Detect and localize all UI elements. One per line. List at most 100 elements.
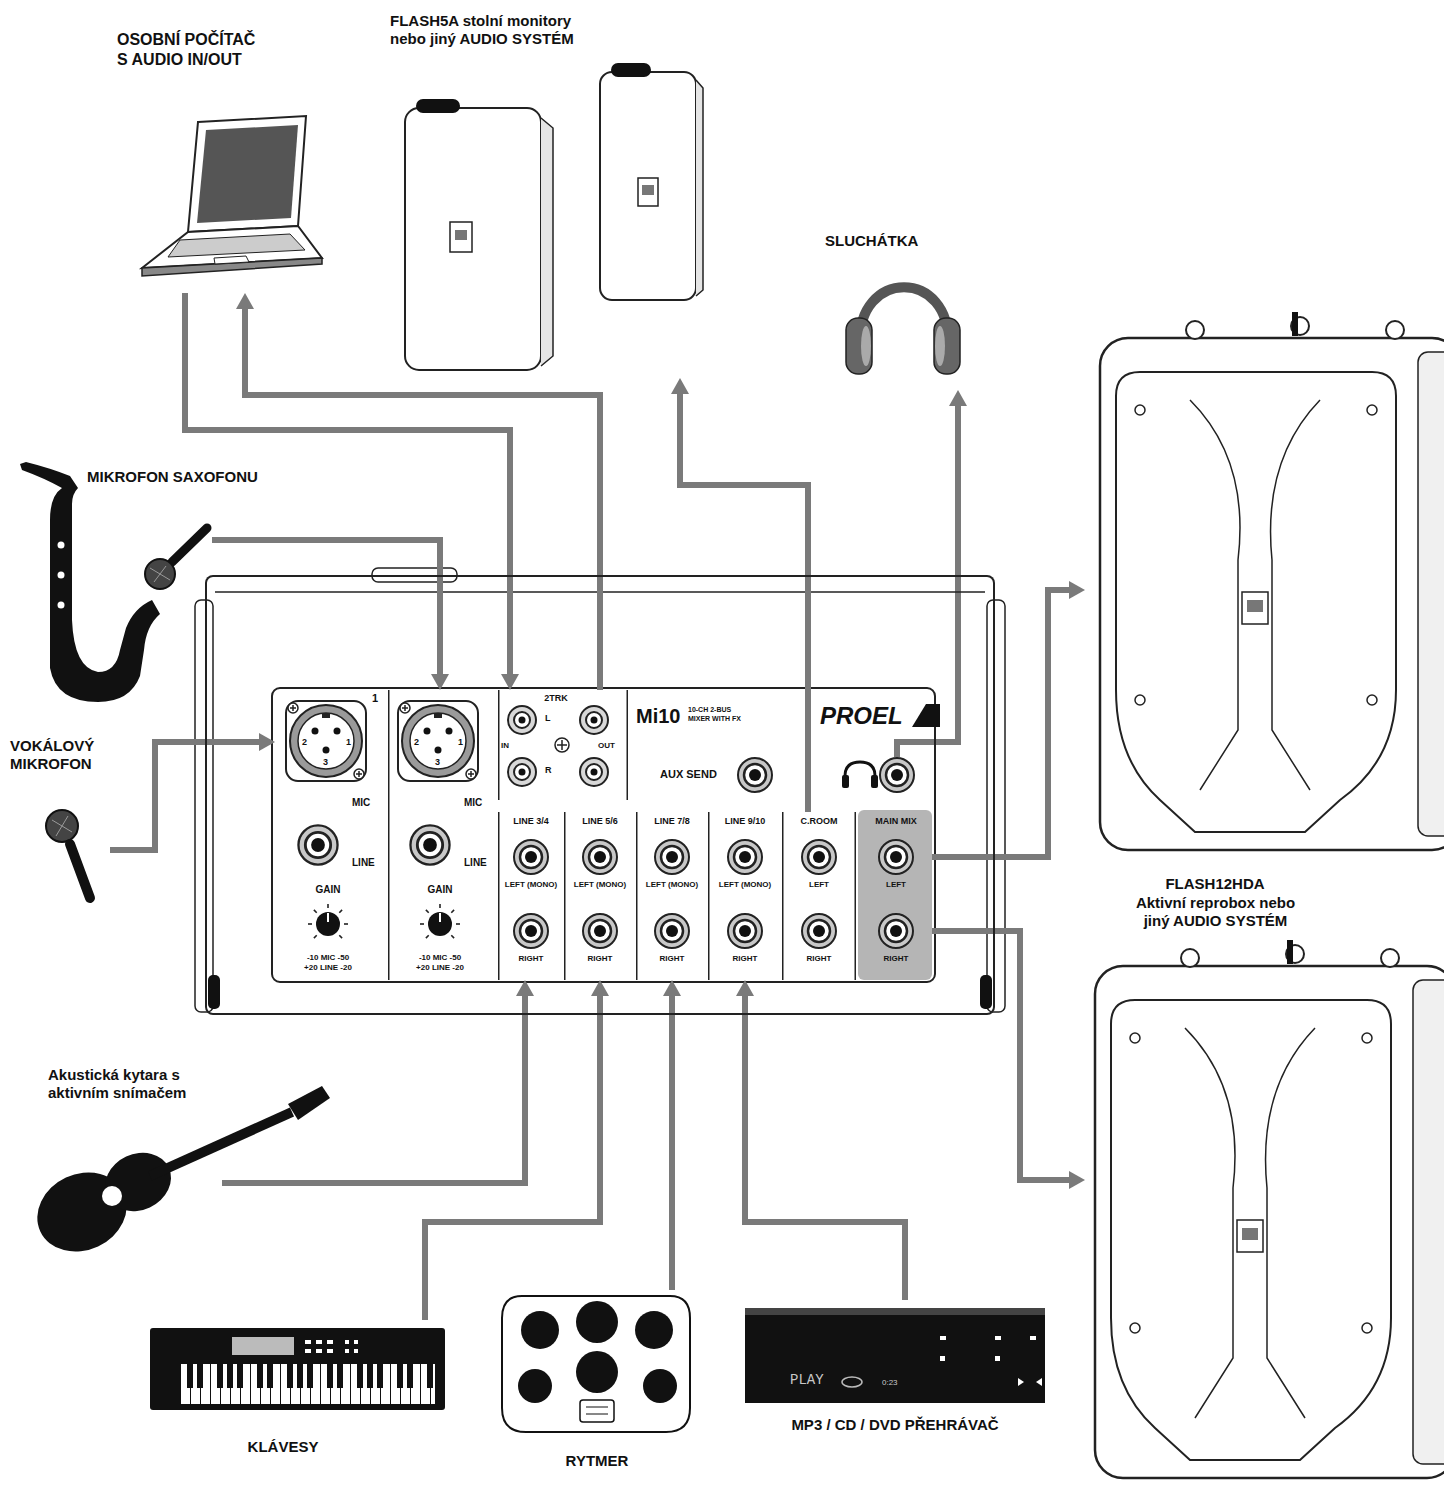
drum-pad-drawing — [576, 1301, 618, 1343]
speaker-drawing — [1135, 405, 1145, 415]
keyboard-drawing — [180, 1364, 435, 1404]
mixer-drawing — [728, 914, 762, 948]
label-text: KLÁVESY — [223, 1438, 343, 1456]
arrow-head — [949, 390, 967, 406]
cable-line — [245, 306, 600, 690]
laptop-drawing — [168, 234, 305, 257]
label-text: VOKÁLOVÝ MIKROFON — [10, 737, 125, 774]
headphones-drawing — [861, 326, 871, 366]
mixer-drawing — [308, 904, 348, 938]
drum-pad-drawing — [643, 1369, 677, 1403]
label-text: 2 — [414, 737, 422, 748]
label-text: 2TRK — [541, 693, 571, 704]
label-text: C.ROOM — [782, 816, 856, 827]
signal-cable — [130, 733, 275, 850]
label-text: MAIN MIX — [860, 816, 932, 827]
keyboard-drawing — [345, 1349, 349, 1353]
label-text: RIGHT — [564, 954, 636, 964]
cable-line — [680, 391, 808, 812]
headphones-drawing — [934, 318, 960, 374]
mixer-drawing — [420, 904, 460, 938]
device-box: OSOBNÍ POČÍTAČ S AUDIO IN/OUT — [110, 25, 325, 293]
mixer-drawing — [738, 758, 772, 792]
microphone-drawing — [56, 816, 68, 836]
drum-pad-drawing — [521, 1311, 559, 1349]
desk-monitor-drawing — [600, 72, 696, 300]
saxophone-drawing — [20, 462, 160, 702]
mixer-drawing — [879, 914, 913, 948]
drum-pad-drawing — [502, 1296, 690, 1432]
microphone-drawing — [145, 559, 175, 589]
cable-line — [932, 931, 1072, 1180]
device-box: Akustická kytara s aktivním snímačem — [30, 1062, 335, 1258]
signal-cable — [932, 931, 1085, 1189]
label-text: RIGHT — [498, 954, 564, 964]
signal-cable — [736, 980, 905, 1300]
drum-pad-drawing — [635, 1311, 673, 1349]
cable-line — [932, 590, 1072, 857]
desk-monitor-drawing — [611, 63, 651, 77]
label-text: LEFT (MONO) — [564, 880, 636, 890]
mixer-housing: Mi1010-CH 2-BUS MIXER WITH FXPROEL1213MI… — [205, 575, 995, 1015]
desk-monitor-drawing — [416, 99, 460, 113]
player-drawing — [842, 1377, 862, 1387]
mixer-drawing — [802, 914, 836, 948]
drum-pad-drawing — [518, 1369, 552, 1403]
speaker-drawing — [1367, 695, 1377, 705]
label-text: 0:23 — [882, 1378, 912, 1388]
microphone-drawing — [154, 566, 166, 582]
label-text: LINE — [352, 857, 384, 869]
speaker-drawing — [1418, 352, 1444, 836]
device-box: VOKÁLOVÝ MIKROFON — [5, 732, 130, 910]
label-text: LEFT — [860, 880, 932, 890]
mixer-drawing — [195, 600, 213, 1012]
cable-stub — [897, 575, 958, 757]
headphones-drawing — [846, 318, 872, 374]
cable-line — [955, 403, 961, 575]
cable-stub — [110, 540, 958, 1183]
label-text: RIGHT — [860, 954, 932, 964]
keyboard-drawing — [232, 1337, 294, 1355]
headphones-drawing — [846, 287, 960, 374]
label-text: SLUCHÁTKA — [825, 232, 955, 250]
label-text: 1 — [346, 737, 354, 748]
drum-pad-drawing — [502, 1296, 690, 1432]
label-text: RIGHT — [636, 954, 708, 964]
saxophone-drawing — [58, 602, 65, 609]
arrow-head — [236, 293, 254, 309]
mixer-drawing — [987, 600, 1005, 1012]
jack-section: LINE 9/10LEFT (MONO)RIGHT — [708, 812, 782, 980]
cable-stub — [110, 847, 130, 853]
label-text: -10 MIC -50 +20 LINE -20 — [299, 953, 357, 973]
label-text: MIC — [464, 797, 494, 809]
label-text: LEFT — [782, 880, 856, 890]
laptop-drawing — [188, 116, 306, 232]
desk-monitor-drawing — [541, 118, 553, 366]
guitar-drawing — [150, 1112, 292, 1176]
keyboard-drawing — [327, 1340, 333, 1344]
speaker-drawing — [1135, 695, 1145, 705]
speaker-drawing — [1100, 312, 1444, 850]
keyboard-drawing — [327, 1349, 333, 1353]
label-text: RYTMER — [537, 1452, 657, 1470]
speaker-drawing — [1367, 405, 1377, 415]
speaker-drawing — [1100, 338, 1444, 850]
label-text: FLASH12HDA — [1115, 875, 1315, 893]
signal-cable — [273, 540, 449, 690]
label-text: Aktivní reprobox nebo jiný AUDIO SYSTÉM — [1128, 894, 1303, 931]
mixer-drawing — [845, 762, 875, 786]
mixer-drawing — [555, 738, 569, 752]
mixer-drawing — [398, 701, 478, 781]
label-text: RIGHT — [708, 954, 782, 964]
signal-cable — [335, 980, 534, 1183]
label-text: L — [545, 713, 553, 724]
speaker-drawing — [1386, 321, 1404, 339]
desk-monitor-drawing — [405, 108, 541, 370]
jack-section: LINE 7/8LEFT (MONO)RIGHT — [636, 812, 708, 980]
saxophone-drawing — [20, 462, 160, 702]
player-drawing — [995, 1336, 1001, 1340]
mixer-drawing — [871, 775, 878, 788]
keyboard-drawing — [305, 1340, 311, 1344]
